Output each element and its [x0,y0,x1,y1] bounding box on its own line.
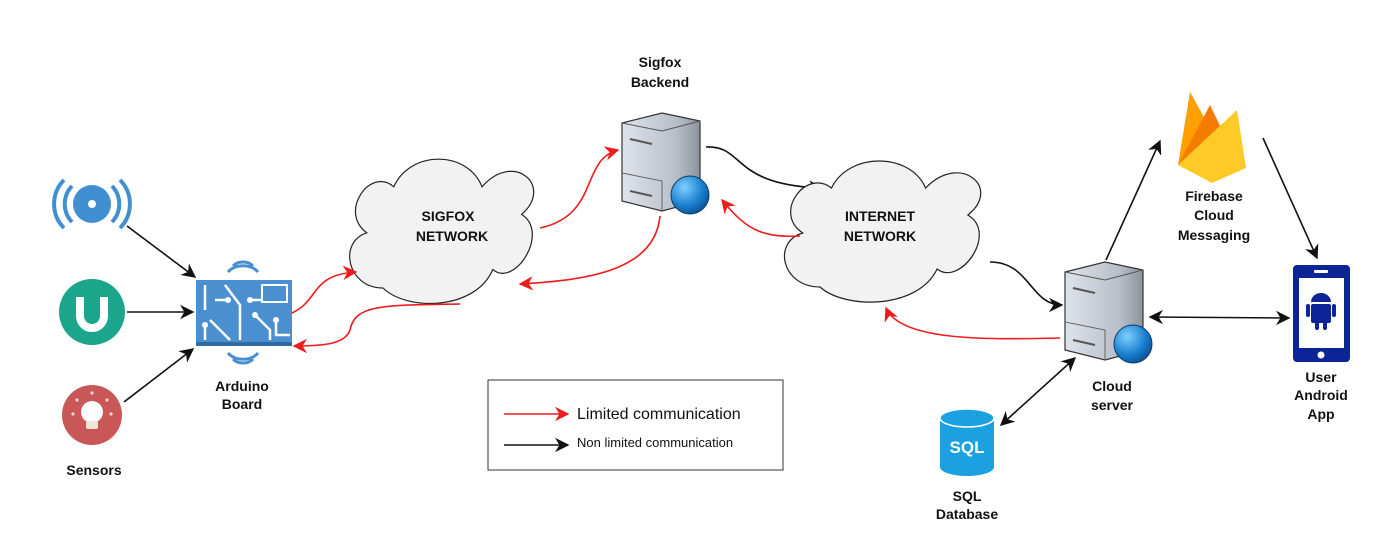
arduino-to-sigfox-arrow [291,265,358,314]
internet-to-cloud-server-arrow [989,261,1064,313]
internet-network-cloud: INTERNET NETWORK [784,161,980,302]
sensor1-arrow [126,225,197,278]
firebase-label-1: Firebase [1185,188,1243,204]
backend-to-internet-arrow [705,146,824,195]
android-app-label-2: Android [1294,387,1348,403]
arduino-label-1: Arduino [215,378,269,394]
firebase-icon [1178,92,1246,183]
sql-database-icon: SQL [939,408,995,476]
sigfox-network-to-backend-arrow [539,146,620,229]
wireless-sensor-icon [52,178,132,230]
firebase-label-3: Messaging [1178,227,1250,243]
sql-label-2: Database [936,506,998,522]
legend: Limited communication Non limited commun… [487,379,784,471]
internet-to-backend-arrow [721,198,801,238]
cloud-server-icon [1064,261,1153,364]
internet-network-label-1: INTERNET [845,208,915,224]
sensors-label: Sensors [66,462,121,478]
cloud-server-to-firebase-arrow [1105,139,1162,261]
internet-network-label-2: NETWORK [844,228,916,244]
sql-cloud-server-arrow [999,357,1077,426]
firebase-label-2: Cloud [1194,207,1234,223]
cloud-server-label-2: server [1091,397,1134,413]
sql-icon-text: SQL [950,438,985,457]
cloud-server-to-internet-arrow [884,306,1061,340]
sigfox-backend-label-1: Sigfox [639,54,682,70]
cloud-server-label-1: Cloud [1092,378,1132,394]
light-bulb-sensor-icon [62,385,122,445]
sql-label-1: SQL [953,488,982,504]
firebase-to-app-arrow [1262,137,1319,260]
sigfox-backend-label-2: Backend [631,74,689,90]
magnet-sensor-icon [59,279,125,345]
circuit-board-icon [196,260,292,365]
legend-limited-label: Limited communication [577,406,741,423]
sigfox-to-arduino-arrow [292,303,461,354]
android-app-label-3: App [1307,406,1334,422]
cloud-server-app-arrow [1148,309,1291,326]
sensor3-arrow [123,348,195,403]
sigfox-network-cloud: SIGFOX NETWORK [350,159,534,303]
backend-to-sigfox-network-arrow [518,215,661,291]
legend-non-limited-label: Non limited communication [577,435,733,450]
arduino-label-2: Board [222,396,262,412]
sigfox-network-label-1: SIGFOX [422,208,476,224]
android-app-label-1: User [1305,369,1337,385]
sigfox-backend-server-icon [621,112,710,215]
sigfox-network-label-2: NETWORK [416,228,488,244]
android-phone-icon [1293,265,1350,362]
